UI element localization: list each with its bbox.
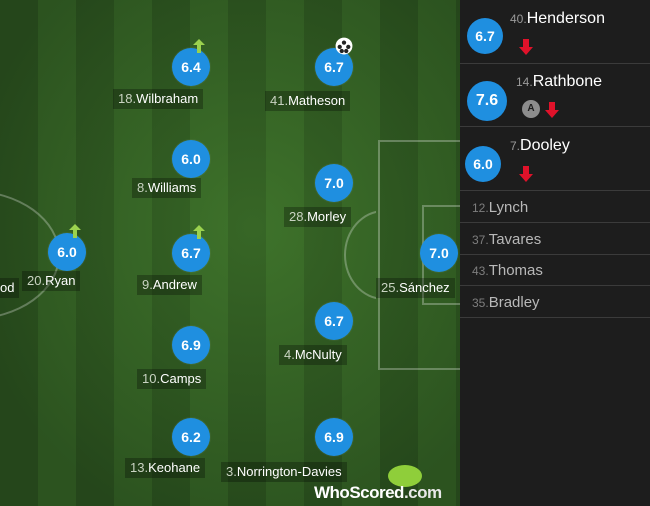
player-rating[interactable]: 6.7 [172,234,210,272]
player-name: Andrew [152,277,197,292]
player-name: Keohane [148,460,201,475]
player-name-label[interactable]: 25.Sánchez [376,278,455,298]
shirt-number: 37. [472,232,489,247]
player-name-label[interactable]: 9.Andrew [137,275,202,295]
player-name-label[interactable]: 20.Ryan [22,271,81,291]
substituted-out-arrow-icon [518,166,534,182]
player-name-label[interactable]: 8.Williams [132,178,202,198]
logo-wordmark: WhoScored.com [314,483,442,502]
substitute-name: Rathbone [532,73,603,90]
shirt-number: 43. [472,264,489,278]
player-name-label[interactable]: 41.Matheson [265,91,351,111]
substitute-name: Henderson [526,10,605,27]
substitute-name: Dooley [520,137,570,154]
substituted-out-arrow-icon [544,102,560,118]
player-rating[interactable]: 6.7 [315,302,353,340]
assist-icon: A [522,100,540,118]
substitute-label[interactable]: 40.Henderson [510,10,605,28]
shirt-number: 4. [284,347,295,362]
shirt-number: 12. [472,201,489,215]
shirt-number: 40. [510,12,527,26]
shirt-number: 7. [510,139,521,153]
bench-player-name: Thomas [488,262,543,279]
substituted-out-arrow-icon [518,39,534,55]
player-name: Camps [160,371,202,386]
shirt-number: 14. [516,75,533,89]
shirt-number: 28. [289,209,308,224]
shirt-number: 18. [118,91,137,106]
bench-player-row[interactable]: 12.Lynch [460,192,650,223]
substituted-in-arrow-icon [68,224,82,238]
shirt-number: 25. [381,280,400,295]
player-name-label[interactable]: 10.Camps [137,369,207,389]
player-name-label[interactable]: 4.McNulty [279,345,347,365]
player-name-label[interactable]: 18.Wilbraham [113,89,204,109]
bench-player-name: Lynch [488,199,529,216]
shirt-number: 10. [142,371,161,386]
bench-player-row[interactable]: 43.Thomas [460,255,650,286]
substitute-rating[interactable]: 6.0 [465,146,501,182]
player-rating[interactable]: 6.9 [315,418,353,456]
shirt-number: 13. [130,460,149,475]
substitute-row[interactable]: 6.7 40.Henderson [460,0,650,64]
substitute-rating[interactable]: 7.6 [467,81,507,121]
edge-player-name: od [0,278,20,298]
penalty-area [378,140,460,370]
player-name: Williams [147,180,197,195]
player-rating[interactable]: 6.9 [172,326,210,364]
substitute-label[interactable]: 7.Dooley [510,137,570,155]
shirt-number: 20. [27,273,46,288]
player-name: Sánchez [399,280,450,295]
substitute-label[interactable]: 14.Rathbone [516,73,602,91]
player-name-label[interactable]: 3.Norrington-Davies [221,462,347,482]
player-name: Wilbraham [136,91,199,106]
shirt-number: 35. [472,295,489,310]
player-rating[interactable]: 6.0 [172,140,210,178]
goal-ball-icon [335,37,353,60]
player-name-label[interactable]: 28.Morley [284,207,352,227]
bench-player-row[interactable]: 37.Tavares [460,224,650,255]
player-name-label[interactable]: 13.Keohane [125,458,206,478]
substituted-in-arrow-icon [192,39,206,53]
bench-player-name: Bradley [488,293,540,311]
player-name: Norrington-Davies [236,464,342,479]
whoscored-logo: WhoScored.com [314,465,454,502]
player-rating[interactable]: 6.4 [172,48,210,86]
logo-bubble [388,465,422,487]
player-name: McNulty [294,347,342,362]
substituted-in-arrow-icon [192,225,206,239]
player-name: Morley [307,209,347,224]
bench-player-row[interactable]: 35.Bradley [460,287,650,318]
player-rating[interactable]: 6.0 [48,233,86,271]
bench-player-name: Tavares [488,230,542,248]
player-name: Ryan [45,273,76,288]
player-rating[interactable]: 6.2 [172,418,210,456]
shirt-number: 3. [226,464,237,479]
player-rating[interactable]: 7.0 [420,234,458,272]
substitute-row[interactable]: 6.0 7.Dooley [460,127,650,191]
player-rating[interactable]: 6.7 [315,48,353,86]
player-rating[interactable]: 7.0 [315,164,353,202]
shirt-number: 8. [137,180,148,195]
shirt-number: 41. [270,93,289,108]
shirt-number: 9. [142,277,153,292]
player-name: Matheson [288,93,346,108]
substitute-rating[interactable]: 6.7 [467,18,503,54]
